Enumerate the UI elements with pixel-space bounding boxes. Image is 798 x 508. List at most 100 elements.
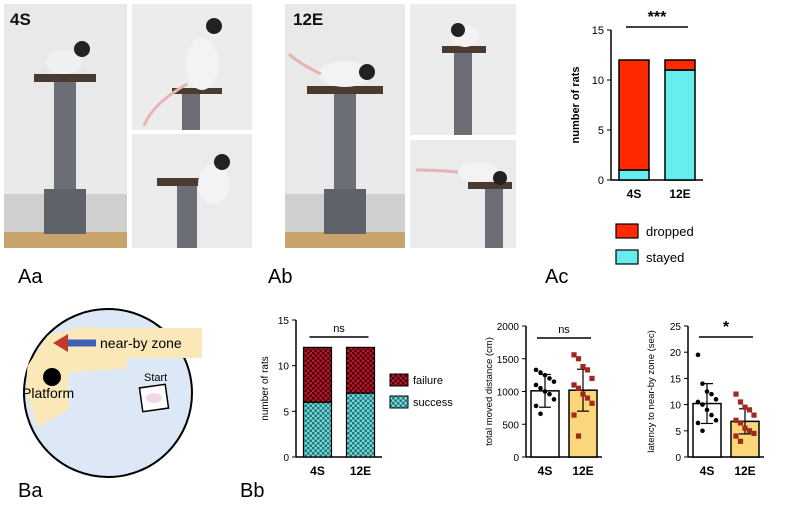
start-rat <box>146 393 162 403</box>
data-point <box>695 399 701 405</box>
significance-label: ns <box>558 324 570 336</box>
photo-4s-top-right <box>132 4 252 130</box>
panel-label-aa: Aa <box>18 266 43 288</box>
data-point <box>580 364 586 370</box>
rat-on-pillar-illustration <box>4 4 127 248</box>
bar-segment-failure <box>345 346 376 394</box>
y-axis-label: number of rats <box>570 66 582 143</box>
data-point <box>733 417 739 423</box>
data-point <box>746 407 753 413</box>
legend-swatch-stayed <box>615 249 639 265</box>
photo-12e-main: 12E <box>285 4 405 248</box>
y-tick-label: 5 <box>598 125 604 137</box>
data-point <box>533 367 539 373</box>
data-point <box>551 379 557 384</box>
data-point <box>533 403 539 409</box>
y-tick-label: 25 <box>670 322 682 333</box>
y-tick-label: 5 <box>283 407 289 418</box>
x-tick-label: 12E <box>572 464 593 478</box>
photo-label-4s: 4S <box>10 10 31 29</box>
data-point <box>580 391 586 397</box>
y-tick-label: 10 <box>592 75 604 87</box>
zone-label: near-by zone <box>100 335 182 351</box>
data-point <box>700 381 705 386</box>
x-tick-label: 4S <box>700 464 715 478</box>
legend-ac: dropped stayed <box>615 223 694 265</box>
photo-12e-top-right <box>410 4 516 135</box>
panel-label-ac: Ac <box>545 266 569 288</box>
data-point <box>733 391 739 397</box>
data-point <box>589 400 595 406</box>
data-point <box>709 391 714 397</box>
data-point <box>713 397 719 402</box>
rat-hanging-illustration <box>132 134 252 248</box>
data-point <box>538 385 543 391</box>
arena-diagram: near-by zone Platform Start <box>22 308 202 478</box>
data-point <box>737 438 744 444</box>
y-axis-label: number of rats <box>260 356 271 420</box>
y-axis-label: latency to near-by zone (sec) <box>646 330 657 453</box>
y-tick-label: 500 <box>502 420 519 431</box>
y-tick-label: 5 <box>675 427 681 438</box>
legend-swatch-success <box>389 395 409 409</box>
data-point <box>733 433 739 439</box>
y-tick-label: 1500 <box>497 355 520 366</box>
y-tick-label: 1000 <box>497 388 520 399</box>
chart-bb-left: 0 5 10 15 number of rats 4S 12E ns failure succes… <box>260 316 453 478</box>
y-tick-label: 10 <box>670 401 682 412</box>
y-tick-label: 15 <box>592 25 604 37</box>
data-point <box>538 411 543 417</box>
data-point <box>742 404 748 410</box>
y-tick-label: 15 <box>278 316 290 327</box>
bar-segment-stayed <box>618 169 650 181</box>
legend-label-stayed: stayed <box>646 250 684 265</box>
data-point <box>575 433 582 439</box>
panel-label-ba: Ba <box>18 480 43 502</box>
legend-label-failure: failure <box>413 375 443 387</box>
data-point <box>700 428 705 434</box>
y-tick-label: 0 <box>675 453 681 464</box>
start-label: Start <box>144 372 167 384</box>
data-point <box>571 382 577 388</box>
data-point <box>547 376 552 381</box>
platform-label: Platform <box>22 385 74 401</box>
bar-segment-dropped <box>618 59 650 171</box>
data-point <box>538 370 543 375</box>
legend-label-dropped: dropped <box>646 224 694 239</box>
data-point <box>704 389 710 394</box>
data-point <box>571 412 577 418</box>
y-tick-label: 15 <box>670 374 682 385</box>
photo-label-12e: 12E <box>293 10 324 29</box>
data-point <box>709 412 714 418</box>
legend-swatch-failure <box>389 373 409 387</box>
data-point <box>737 420 744 426</box>
zone-arrow-head <box>53 334 68 352</box>
rat-on-pillar-illustration <box>285 4 405 248</box>
x-tick-label: 4S <box>627 187 642 201</box>
data-point <box>542 372 548 378</box>
significance-label: ns <box>333 323 345 335</box>
data-point <box>551 397 557 402</box>
significance-label: *** <box>648 9 667 26</box>
photo-4s-bottom-right <box>132 134 252 248</box>
legend-label-success: success <box>413 397 453 409</box>
y-tick-label: 0 <box>283 453 289 464</box>
photo-4s-main: 4S <box>4 4 127 248</box>
data-point <box>746 428 753 434</box>
panel-label-ab: Ab <box>268 266 293 288</box>
x-tick-label: 12E <box>734 464 755 478</box>
y-tick-label: 10 <box>278 362 290 373</box>
data-point <box>547 391 552 397</box>
legend-swatch-dropped <box>615 223 639 239</box>
data-point <box>571 352 577 358</box>
data-point <box>533 382 539 388</box>
x-tick-label: 4S <box>310 464 325 478</box>
data-point <box>700 402 705 407</box>
data-point <box>742 425 748 431</box>
x-tick-label: 12E <box>350 464 371 478</box>
significance-label: * <box>723 319 730 336</box>
photo-12e-bottom-right <box>410 140 516 248</box>
platform-marker <box>43 368 61 386</box>
